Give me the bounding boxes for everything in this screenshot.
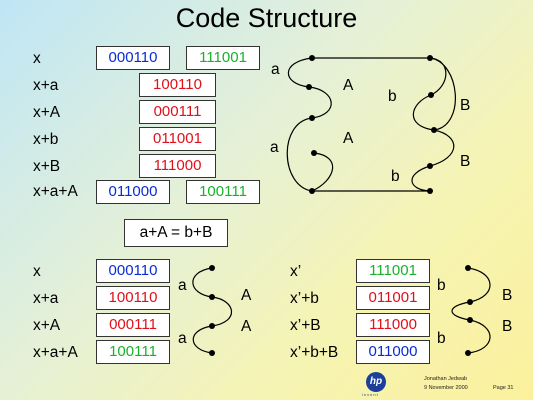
edge-label-B: B xyxy=(502,287,513,304)
codeword-green: 100111 xyxy=(186,180,260,204)
vertex xyxy=(309,55,315,61)
codeword-blue: 011000 xyxy=(356,340,430,364)
codeword-blue: 000110 xyxy=(96,46,170,70)
row-label: x xyxy=(33,50,41,67)
edge-label-a: a xyxy=(271,61,280,78)
vertex xyxy=(209,323,215,329)
vertex xyxy=(467,299,473,305)
equation-box: a+A = b+B xyxy=(124,219,228,247)
row-label: x+A xyxy=(33,104,61,121)
main-vertices xyxy=(306,55,437,194)
row-label: x+a xyxy=(33,77,59,94)
vertex xyxy=(311,150,317,156)
row-label: x’+b xyxy=(290,290,319,307)
lower-right-curve xyxy=(411,129,455,192)
edge-label-b: b xyxy=(388,88,397,105)
vertex xyxy=(209,350,215,356)
row-label: x+b xyxy=(33,131,59,148)
vertex xyxy=(427,163,433,169)
small-left-vertices xyxy=(209,265,215,356)
codeword-blue: 011000 xyxy=(96,180,170,204)
vertex xyxy=(309,188,315,194)
codeword-green: 111001 xyxy=(186,46,260,70)
edge-label-A: A xyxy=(241,287,252,304)
vertex xyxy=(428,92,434,98)
vertex xyxy=(209,294,215,300)
codeword-red: 011001 xyxy=(356,286,430,310)
vertex xyxy=(209,265,215,271)
path xyxy=(192,267,233,354)
edge-label-B: B xyxy=(502,318,513,335)
row-label: x+a+A xyxy=(33,183,78,200)
codeword-red: 111000 xyxy=(139,154,216,178)
row-label: x’+B xyxy=(290,317,321,334)
edge-label-b: b xyxy=(437,277,446,294)
codeword-red: 100110 xyxy=(139,73,216,97)
row-label: x’ xyxy=(290,263,302,280)
codeword-red: 111000 xyxy=(356,313,430,337)
row-label: x+a xyxy=(33,290,59,307)
slide-title: Code Structure xyxy=(175,3,358,33)
vertex xyxy=(465,265,471,271)
vertex xyxy=(309,115,315,121)
upper-right-curve xyxy=(412,57,456,131)
small-right-vertices xyxy=(465,265,473,356)
edge-label-a: a xyxy=(178,277,187,294)
small-right-diagram xyxy=(451,267,491,354)
main-cycle-diagram xyxy=(286,57,456,192)
row-label: x’+b+B xyxy=(290,344,339,361)
edge-label-A: A xyxy=(241,318,252,335)
edge-label-B: B xyxy=(460,97,471,114)
edge-label-a: a xyxy=(178,330,187,347)
edge-label-b: b xyxy=(437,330,446,347)
footer-author: Jonathan Jedwab xyxy=(424,376,468,382)
edge-label-A: A xyxy=(343,77,354,94)
codeword-red: 011001 xyxy=(139,127,216,151)
edge-label-A: A xyxy=(343,130,354,147)
lower-left-curve xyxy=(286,117,334,192)
small-left-diagram xyxy=(192,267,233,354)
hp-logo: hp xyxy=(366,372,386,392)
edge-label-b: b xyxy=(391,168,400,185)
codeword-red: 100110 xyxy=(96,286,170,310)
row-label: x+B xyxy=(33,158,61,175)
vertex xyxy=(467,317,473,323)
codeword-red: 000111 xyxy=(139,100,216,124)
edge-label-a: a xyxy=(270,139,279,156)
footer-page-number: Page 31 xyxy=(493,385,514,391)
footer-date: 9 November 2000 xyxy=(424,385,468,391)
vertex xyxy=(431,127,437,133)
codeword-blue: 000110 xyxy=(96,259,170,283)
codeword-red: 000111 xyxy=(96,313,170,337)
edge-label-B: B xyxy=(460,153,471,170)
row-label: x+a+A xyxy=(33,344,78,361)
vertex xyxy=(306,84,312,90)
hp-logo-tagline: invent xyxy=(362,392,379,397)
vertex xyxy=(427,55,433,61)
vertex xyxy=(465,350,471,356)
path xyxy=(451,267,491,354)
vertex xyxy=(427,188,433,194)
codeword-green: 100111 xyxy=(96,340,170,364)
row-label: x+A xyxy=(33,317,61,334)
codeword-green: 111001 xyxy=(356,259,430,283)
row-label: x xyxy=(33,263,41,280)
